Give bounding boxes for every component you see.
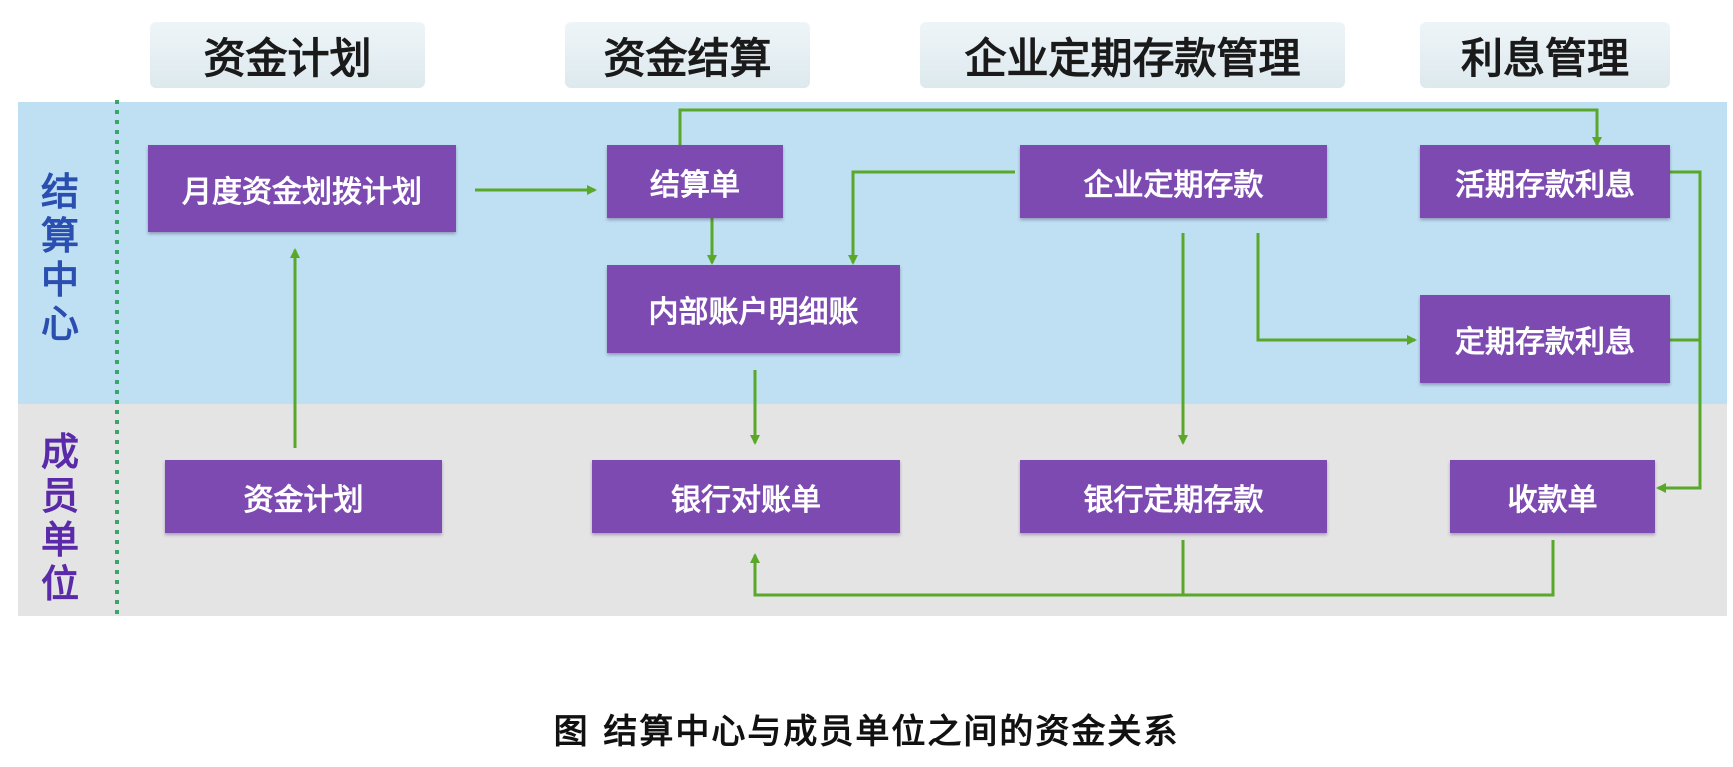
arrow-enterprise-deposit-to-fixed-interest [1256,233,1417,345]
node-fund-plan: 资金计划 [165,460,442,533]
row-label-char: 心 [40,302,79,346]
column-header-fund-settlement: 资金结算 [565,22,810,88]
node-receipt: 收款单 [1450,460,1655,533]
column-header-interest-mgmt: 利息管理 [1420,22,1670,88]
row-label-member-unit: 成 员 单 位 [38,430,82,606]
row-label-char: 位 [40,562,79,606]
row-label-char: 结 [40,170,79,214]
row-label-char: 算 [40,214,79,258]
arrow-interest-to-receipt [1656,170,1702,493]
arrow-enterprise-deposit-to-ledger [848,170,1015,265]
row-label-settlement-center: 结 算 中 心 [38,170,82,346]
row-label-char: 中 [40,258,79,302]
node-bank-deposit: 银行定期存款 [1020,460,1327,533]
figure-caption: 图 结算中心与成员单位之间的资金关系 [553,712,1180,752]
row-label-char: 员 [40,474,79,518]
row-label-char: 单 [40,518,79,562]
arrow-bottom-return-to-bank-statement [750,540,1555,597]
node-settlement-slip: 结算单 [607,145,783,218]
node-fixed-interest: 定期存款利息 [1420,295,1670,383]
node-enterprise-deposit: 企业定期存款 [1020,145,1327,218]
node-internal-ledger: 内部账户明细账 [607,265,900,353]
node-demand-interest: 活期存款利息 [1420,145,1670,218]
arrow-settlement-to-demand-interest [678,108,1602,147]
column-header-fixed-deposit-mgmt: 企业定期存款管理 [920,22,1345,88]
node-monthly-plan: 月度资金划拨计划 [148,145,456,232]
node-bank-statement: 银行对账单 [592,460,900,533]
column-header-fund-plan: 资金计划 [150,22,425,88]
row-label-char: 成 [40,430,79,474]
